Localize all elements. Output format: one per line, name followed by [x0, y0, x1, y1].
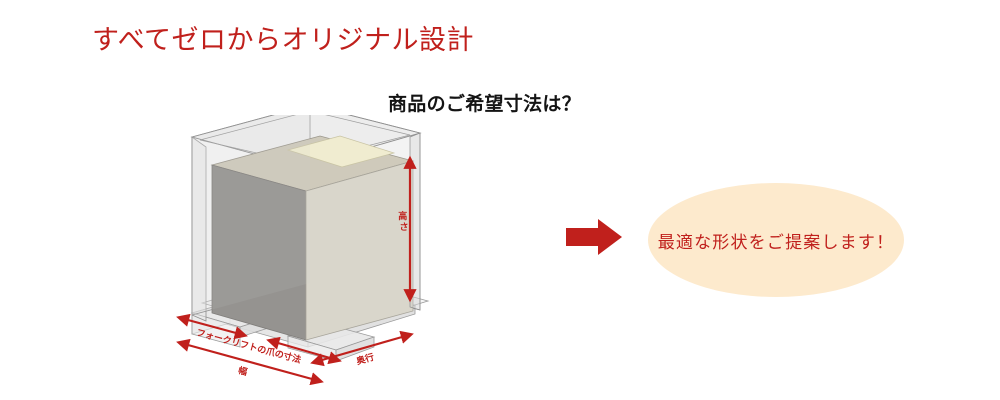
dimension-height: 高 さ — [398, 155, 417, 303]
crate-illustration: 高 さ 奥行 幅 フォークリフトの爪の寸法 — [170, 115, 460, 385]
callout-text: 最適な形状をご提案します！ — [657, 232, 895, 252]
dimension-depth-label: 奥行 — [354, 351, 375, 367]
dimension-width-label: 幅 — [237, 364, 249, 377]
right-arrow-icon — [566, 219, 622, 255]
inner-product-box — [210, 135, 415, 341]
section-subtitle: 商品のご希望寸法は？ — [388, 94, 582, 115]
crate-illustration-svg: 高 さ 奥行 幅 フォークリフトの爪の寸法 — [176, 115, 430, 385]
callout-ellipse-shape — [648, 183, 904, 297]
proposal-callout: 最適な形状をご提案します！ — [648, 183, 904, 297]
right-arrow — [560, 214, 630, 260]
dimension-width: 幅 — [176, 338, 324, 385]
page-title: すべてゼロからオリジナル設計 — [92, 25, 475, 55]
dimension-height-label: 高 さ — [398, 210, 410, 232]
